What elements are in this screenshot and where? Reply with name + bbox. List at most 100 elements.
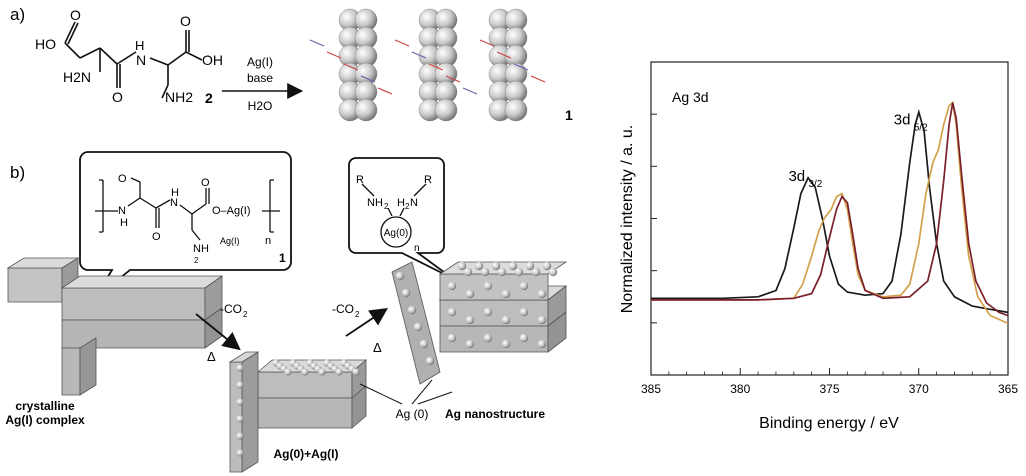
peak-label: 3d: [894, 112, 911, 129]
xps-series-3: [651, 102, 1009, 317]
panel-b-label: b): [10, 163, 25, 182]
ag-particle: [425, 356, 435, 366]
ag-particle: [465, 289, 475, 299]
ag-particle: [284, 368, 292, 376]
ag-particle: [519, 333, 529, 343]
atom-o-1: O: [70, 7, 81, 23]
series-group: [651, 101, 1009, 325]
np-n-sub: n: [414, 243, 420, 254]
reagent-base: base: [247, 71, 273, 85]
atom-o-3: O: [180, 13, 191, 29]
ag0-core-circle: [380, 216, 412, 248]
ag-particle: [407, 305, 417, 315]
ag-particle: [457, 261, 467, 271]
label-ag-complex: Ag(I) complex: [5, 413, 85, 427]
peak-label-sub: 3/2: [808, 179, 822, 190]
ag-particle: [465, 315, 475, 325]
ag-particle: [236, 398, 244, 406]
poly-nh2: NH: [193, 243, 209, 255]
poly-o-ag: O–Ag(I): [212, 205, 251, 217]
np-nh2-1: NH: [367, 197, 383, 209]
label-ag-nanostructure: Ag nanostructure: [445, 407, 545, 421]
ag-particle: [395, 271, 405, 281]
poly-h-1: H: [120, 217, 128, 229]
ag-particle: [335, 368, 343, 376]
np-h2n-n: N: [410, 197, 418, 209]
polymer-structure: [95, 177, 280, 241]
ag-particle: [497, 267, 507, 277]
ag-particle: [542, 261, 552, 271]
ag-particle: [537, 315, 547, 325]
packing-bond: [377, 87, 393, 95]
ag-particle: [483, 333, 493, 343]
poly-h-2: H: [171, 187, 179, 199]
step2-reagent-sub: 2: [355, 310, 360, 319]
ag-particle: [514, 267, 524, 277]
step1-arrow: [195, 313, 241, 351]
ag-particle: [537, 289, 547, 299]
packing-bond: [462, 87, 478, 95]
ag-particle: [447, 333, 457, 343]
ag-particle: [236, 364, 244, 372]
step2-reagent: -CO: [332, 302, 354, 316]
step2-heat: Δ: [373, 340, 382, 355]
ag-particle: [236, 381, 244, 389]
ag-particle: [537, 339, 547, 349]
packing-bond: [326, 51, 342, 59]
ag-particle: [480, 267, 490, 277]
ag-particle: [401, 288, 411, 298]
np-ligand-bonds: [361, 183, 427, 217]
poly-n-2: N: [170, 197, 178, 209]
label-crystalline: crystalline: [15, 399, 75, 413]
packing-bond: [428, 63, 444, 71]
ag-particle: [419, 339, 429, 349]
ag-particle: [236, 432, 244, 440]
packing-bond: [343, 63, 359, 71]
poly-n-sub: n: [265, 235, 271, 247]
poly-o-2: O: [152, 231, 161, 243]
ag-particle: [508, 261, 518, 271]
atom-ho: HO: [35, 36, 56, 52]
np-r-2: R: [424, 174, 432, 186]
poly-nh2-sub: 2: [194, 256, 199, 265]
ag-particle: [531, 267, 541, 277]
packing-bond: [496, 51, 512, 59]
x-tick-label: 380: [730, 382, 750, 396]
x-tick-label: 365: [998, 382, 1018, 396]
ag-particle: [463, 267, 473, 277]
poly-n-1: N: [118, 205, 126, 217]
ag-particle: [352, 368, 360, 376]
poly-o-1: O: [118, 173, 127, 185]
crystal-packing-image: [309, 8, 546, 122]
packing-bond: [479, 39, 495, 47]
ag0-pointer-lines: [359, 379, 453, 405]
poly-ag-side: Ag(I): [220, 236, 240, 246]
ag-particle: [413, 322, 423, 332]
atom-h2n: H2N: [63, 69, 91, 85]
packing-sphere: [504, 98, 528, 122]
ag-particle: [474, 261, 484, 271]
packing-bond: [411, 51, 427, 59]
poly-o-3: O: [201, 177, 210, 189]
ag-particle: [483, 307, 493, 317]
ag-particle: [483, 281, 493, 291]
ag-particle: [447, 307, 457, 317]
packing-bond: [394, 39, 410, 47]
compound-number-2: 2: [205, 90, 213, 106]
peak-label-sub: 5/2: [914, 123, 928, 134]
y-axis-label: Normalized intensity / a. u.: [619, 125, 636, 314]
np-h2n-sub: 2: [405, 202, 410, 211]
ag-particle: [501, 339, 511, 349]
peak-label: 3d: [788, 168, 805, 185]
packing-bond: [445, 75, 461, 83]
crystalline-block: [6, 257, 224, 396]
reagent-ag-i: Ag(I): [247, 55, 273, 69]
ag-particle: [236, 449, 244, 457]
atom-o-2: O: [112, 89, 123, 105]
np-nh2-1-sub: 2: [384, 202, 389, 211]
ag-particle: [465, 339, 475, 349]
ag-particle: [447, 281, 457, 291]
